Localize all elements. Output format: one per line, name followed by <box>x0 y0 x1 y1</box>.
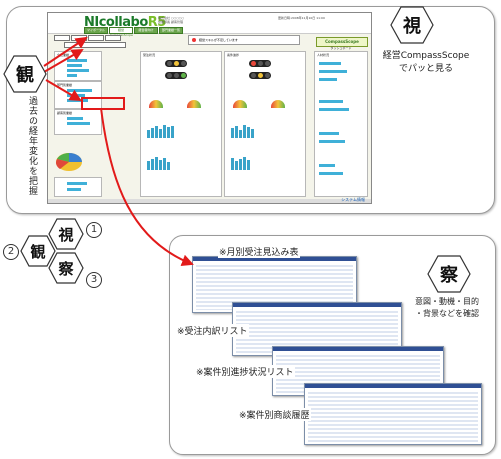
gauge <box>271 100 285 108</box>
mini-bar-chart <box>147 156 170 170</box>
gauge <box>233 100 247 108</box>
section-title: 受注状況 <box>143 53 156 57</box>
cycle-hex-satsu: 察 <box>48 252 84 284</box>
app-tabs: マイポータル 経営CompassScope 経営者向け 部門業績一覧 <box>84 27 183 37</box>
tab-executive[interactable]: 経営者向け <box>134 27 158 34</box>
doc-label-order-breakdown: ※受注内訳リスト <box>176 324 249 337</box>
arrow <box>100 107 194 266</box>
caption-compass: 経営CompassScope でパッと見る <box>382 51 470 74</box>
section-title: 人材状況 <box>317 53 330 57</box>
dept-select[interactable] <box>105 35 121 41</box>
compass-scope-screenshot: NIcollaboR5 株式会社 ○○○○○ 営業部長 顧客管理 更新日時:20… <box>47 12 372 204</box>
step-number-3: 3 <box>86 272 102 288</box>
tab-department[interactable]: 部門業績一覧 <box>159 27 183 34</box>
left-column: 全社業績 部門別業績 顧客別業績 <box>54 51 102 197</box>
hex-kan-badge: 観 <box>3 55 47 93</box>
tab-my-portal[interactable]: マイポータル <box>84 27 108 34</box>
doc-label-negotiation-history: ※案件別商談履歴 <box>238 408 311 421</box>
bar <box>319 164 335 167</box>
caption-satsu: 意図・動機・目的 ・背景などを確認 <box>415 297 479 318</box>
caption-history: 過去の経年変化を把握 <box>27 96 37 196</box>
app-logo: NIcollaboR5 <box>84 15 166 30</box>
bar <box>67 122 90 125</box>
traffic-light <box>165 72 187 79</box>
arrow <box>43 48 84 73</box>
cycle-hex-kan: 観 <box>20 235 56 267</box>
bar <box>319 108 349 111</box>
app-company: 株式会社 ○○○○○ 営業部長 顧客管理 <box>158 16 185 24</box>
bar <box>67 74 77 77</box>
bar <box>319 132 339 135</box>
bar <box>319 78 337 81</box>
year-select[interactable] <box>54 35 70 41</box>
week-select[interactable] <box>88 35 104 41</box>
bar <box>67 117 83 120</box>
pie-chart <box>55 153 82 171</box>
app-updated-time: 更新日時:2008年11月10日 11:00 <box>278 16 325 20</box>
compass-scope-button[interactable]: CompassScope <box>316 37 368 47</box>
tab-compass-scope[interactable]: 経営CompassScope <box>109 27 133 37</box>
hex-shi-badge: 視 <box>390 6 434 44</box>
doc-label-project-progress: ※案件別進捗状況リスト <box>195 365 295 378</box>
system-info-link[interactable]: システム情報 <box>341 197 365 202</box>
bar <box>319 172 343 175</box>
staff-box: 人材状況 <box>314 51 368 197</box>
bar <box>67 188 81 191</box>
forecast-box <box>54 177 102 197</box>
orders-box: 受注状況 <box>140 51 222 197</box>
progress-box: 案件進捗 <box>224 51 306 197</box>
bar <box>319 70 347 73</box>
traffic-light <box>249 72 271 79</box>
section-title: 全社業績 <box>57 53 70 57</box>
bar <box>319 140 345 143</box>
gauge <box>187 100 201 108</box>
negotiation-history <box>304 383 482 445</box>
app-notice: 経営スキルが不足しています <box>188 35 300 45</box>
bar <box>67 182 87 185</box>
step-number-2: 2 <box>3 244 19 260</box>
alert-icon <box>192 38 196 42</box>
mini-bar-chart <box>231 124 254 138</box>
bar <box>67 64 82 67</box>
arrow <box>45 79 82 102</box>
section-title: 案件進捗 <box>227 53 240 57</box>
highlight-box <box>81 97 125 110</box>
traffic-light <box>165 60 187 67</box>
gauge <box>149 100 163 108</box>
bar <box>319 62 341 65</box>
traffic-light <box>249 60 271 67</box>
app-footer <box>48 199 371 203</box>
step-number-1: 1 <box>86 222 102 238</box>
bar <box>67 69 89 72</box>
mini-bar-chart <box>147 124 174 138</box>
section-title: 顧客別業績 <box>57 111 73 115</box>
bar <box>319 100 343 103</box>
customer-results-box: 顧客別業績 <box>54 109 102 135</box>
doc-label-monthly-orders: ※月別受注見込み表 <box>218 245 300 258</box>
filter-select[interactable] <box>64 42 126 48</box>
right-column: 人材状況 <box>314 51 368 197</box>
hex-satsu-badge: 察 <box>427 255 471 293</box>
arrow <box>43 36 88 67</box>
compass-scope-subtitle: ダッシュボード <box>330 46 352 50</box>
section-title: 部門別業績 <box>57 83 73 87</box>
cycle-hex-shi: 視 <box>48 218 84 250</box>
mini-bar-chart <box>231 156 250 170</box>
middle-column: 受注状況 案件進捗 <box>140 51 310 197</box>
bar <box>67 59 87 62</box>
